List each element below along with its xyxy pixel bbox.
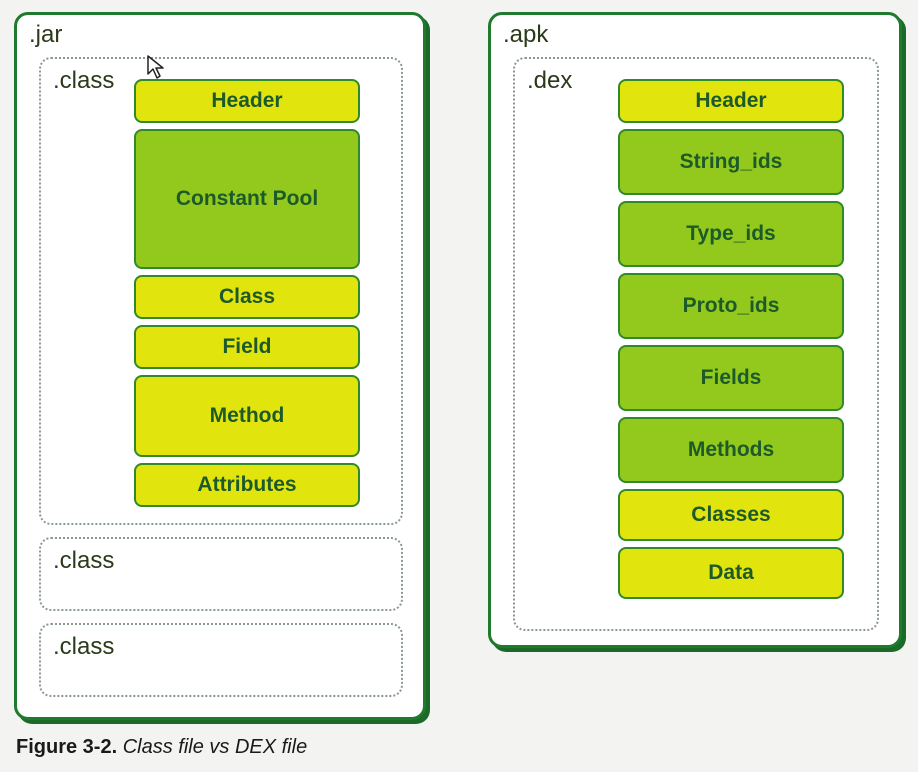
classes-block: Classes	[618, 489, 844, 541]
attributes-block: Attributes	[134, 463, 360, 507]
data-block: Data	[618, 547, 844, 599]
dex-label: .dex	[527, 67, 573, 94]
figure-number: Figure 3-2.	[16, 736, 118, 758]
field-block: Field	[134, 325, 360, 369]
class-header-block: Header	[134, 79, 360, 123]
class-block: Class	[134, 275, 360, 319]
methods-block: Methods	[618, 417, 844, 483]
apk-label: .apk	[503, 21, 549, 48]
class-file-box-2: .class	[39, 537, 403, 611]
dex-header-block: Header	[618, 79, 844, 123]
class-label: .class	[53, 67, 115, 94]
method-block: Method	[134, 375, 360, 457]
fields-block: Fields	[618, 345, 844, 411]
type-ids-block: Type_ids	[618, 201, 844, 267]
class-label-2: .class	[53, 547, 115, 574]
constant-pool-block: Constant Pool	[134, 129, 360, 269]
figure-title: Class file vs DEX file	[122, 736, 308, 758]
jar-container: .jar .class Header Constant Pool Class F…	[14, 12, 426, 720]
string-ids-block: String_ids	[618, 129, 844, 195]
dex-file-box: .dex Header String_ids Type_ids Proto_id…	[513, 57, 879, 631]
jar-label: .jar	[29, 21, 63, 48]
proto-ids-block: Proto_ids	[618, 273, 844, 339]
mouse-cursor-icon	[147, 55, 164, 79]
class-file-box-3: .class	[39, 623, 403, 697]
figure-caption: Figure 3-2. Class file vs DEX file	[16, 736, 307, 759]
apk-container: .apk .dex Header String_ids Type_ids Pro…	[488, 12, 902, 648]
class-label-3: .class	[53, 633, 115, 660]
class-file-box: .class Header Constant Pool Class Field …	[39, 57, 403, 525]
